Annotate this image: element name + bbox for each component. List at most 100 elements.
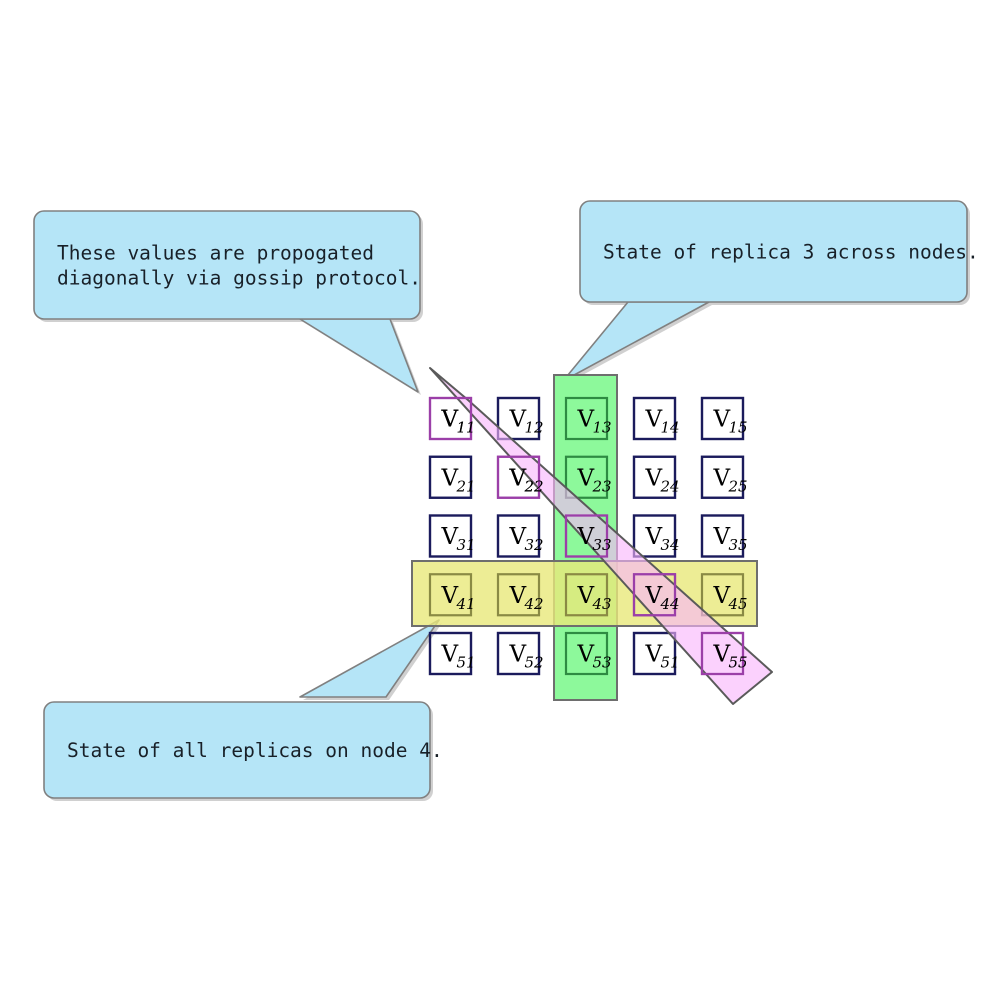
matrix-cell-label: V: [509, 465, 527, 491]
matrix-cell-r4c2[interactable]: V42: [496, 573, 544, 617]
matrix-cell-label: V: [577, 583, 595, 609]
matrix-cell-box: [496, 631, 541, 676]
matrix-cell-box: [632, 455, 677, 499]
diagonal-cell-label: V: [577, 524, 595, 550]
matrix-cell-r5c3[interactable]: V53: [564, 631, 612, 676]
matrix-cell-r1c3[interactable]: V13: [564, 396, 612, 441]
matrix-cell-label: V: [441, 583, 459, 609]
matrix-cell-subscript: 24: [660, 477, 680, 495]
matrix-cell-label: V: [441, 642, 459, 668]
matrix-cell-r4c5[interactable]: V45: [700, 573, 748, 617]
callout-replica-3-line-1: State of replica 3 across nodes.: [603, 241, 979, 264]
diagonal-cell-label: V: [509, 465, 527, 491]
matrix-cell-label: V: [577, 465, 595, 491]
matrix-cell-subscript: 21: [456, 477, 476, 495]
diagonal-cell-label: V: [441, 407, 459, 433]
matrix-cell-box: [700, 514, 745, 558]
matrix-cell-r5c2[interactable]: V52: [496, 631, 544, 676]
matrix-cell-box: [428, 573, 473, 617]
matrix-cell-subscript: 23: [592, 477, 612, 495]
matrix-cell-label: V: [713, 583, 731, 609]
matrix-cell-label: V: [441, 407, 459, 433]
matrix-cell-r3c1[interactable]: V31: [428, 514, 476, 558]
matrix-cell-box: [700, 396, 745, 441]
diagonal-cell-subscript: 55: [729, 654, 748, 672]
matrix-cell-box: [564, 455, 609, 499]
callout-gossip-protocol-line-1: These values are propogated: [57, 242, 374, 265]
matrix-cell-box: [496, 514, 541, 558]
matrix-cell-label: V: [441, 465, 459, 491]
matrix-cell-r3c5[interactable]: V35: [700, 514, 748, 558]
matrix-cell-box: [496, 396, 541, 441]
gossip-diagonal-band[interactable]: [429, 367, 773, 705]
matrix-cell-label: V: [645, 407, 663, 433]
callout-node-4-box[interactable]: [43, 701, 431, 799]
matrix-cell-label: V: [713, 524, 731, 550]
diagonal-cell-outline-r2c2: [496, 455, 541, 499]
diagonal-cell-subscript: 44: [660, 595, 680, 613]
matrix-cell-label: V: [713, 407, 731, 433]
matrix-cell-subscript: 52: [525, 654, 544, 672]
matrix-cell-box: [632, 514, 677, 558]
matrix-cell-label: V: [713, 465, 731, 491]
callout-gossip-protocol-line-2: diagonally via gossip protocol.: [57, 267, 421, 290]
matrix-cell-subscript: 14: [661, 419, 680, 437]
matrix-cell-r5c1[interactable]: V51: [428, 631, 476, 676]
matrix-cell-box: [564, 631, 609, 676]
matrix-cell-r1c2[interactable]: V12: [496, 396, 544, 441]
matrix-cell-box: [564, 573, 609, 617]
matrix-cell-box: [496, 573, 541, 617]
matrix-cell-subscript: 43: [592, 595, 612, 613]
matrix-cell-subscript: 42: [524, 595, 544, 613]
matrix-cell-box: [632, 396, 677, 441]
callout-replica-3-box[interactable]: [579, 200, 968, 303]
callout-replica-3[interactable]: State of replica 3 across nodes.: [562, 200, 979, 384]
matrix-cell-subscript: 25: [728, 477, 748, 495]
callout-gossip-protocol-box[interactable]: [33, 210, 421, 320]
matrix-cell-box: [428, 631, 473, 676]
matrix-cell-r5c4[interactable]: V51: [632, 631, 680, 676]
diagonal-cell-subscript: 22: [524, 477, 544, 495]
matrix-cell-r4c3[interactable]: V43: [564, 573, 612, 617]
callout-replica-3-tail-shadow: [566, 305, 712, 384]
matrix-cell-subscript: 31: [457, 536, 476, 554]
matrix-cell-label: V: [441, 524, 459, 550]
matrix-cell-subscript: 15: [729, 419, 748, 437]
matrix-cell-r3c4[interactable]: V34: [632, 514, 680, 558]
matrix-cell-label: V: [577, 642, 595, 668]
callout-node-4-line-1: State of all replicas on node 4.: [67, 739, 443, 762]
matrix-cell-box: [428, 514, 473, 558]
matrix-cell-r1c4[interactable]: V14: [632, 396, 680, 441]
matrix-cell-r2c1[interactable]: V21: [428, 455, 476, 499]
matrix-cell-box: [564, 396, 609, 441]
matrix-cell-subscript: 51: [457, 654, 476, 672]
matrix-cell-subscript: 32: [525, 536, 544, 554]
diagonal-cell-outline-r4c4: [632, 573, 677, 617]
matrix-cell-label: V: [509, 407, 527, 433]
matrix-cell-label: V: [509, 524, 527, 550]
matrix-cell-r2c5[interactable]: V25: [700, 455, 748, 499]
matrix-cell-label: V: [645, 524, 663, 550]
matrix-cell-box: [428, 455, 473, 499]
diagonal-cell-subscript: 11: [457, 419, 476, 437]
callout-node-4[interactable]: State of all replicas on node 4.: [43, 619, 443, 801]
matrix-cell-r4c1[interactable]: V41: [428, 573, 476, 617]
diagonal-cell-subscript: 33: [593, 536, 612, 554]
matrix-cell-label: V: [577, 407, 595, 433]
diagonal-cell-label: V: [645, 583, 663, 609]
matrix-cell-subscript: 41: [456, 595, 476, 613]
matrix-cell-r3c2[interactable]: V32: [496, 514, 544, 558]
matrix-cell-box: [700, 455, 745, 499]
matrix-cell-r2c4[interactable]: V24: [632, 455, 680, 499]
matrix-cell-r2c3[interactable]: V23: [564, 455, 612, 499]
matrix-cell-label: V: [645, 465, 663, 491]
callout-node-4-tail: [299, 619, 440, 698]
matrix-cell-r1c5[interactable]: V15: [700, 396, 748, 441]
matrix-cell-label: V: [509, 642, 527, 668]
matrix-cell-subscript: 12: [525, 419, 544, 437]
